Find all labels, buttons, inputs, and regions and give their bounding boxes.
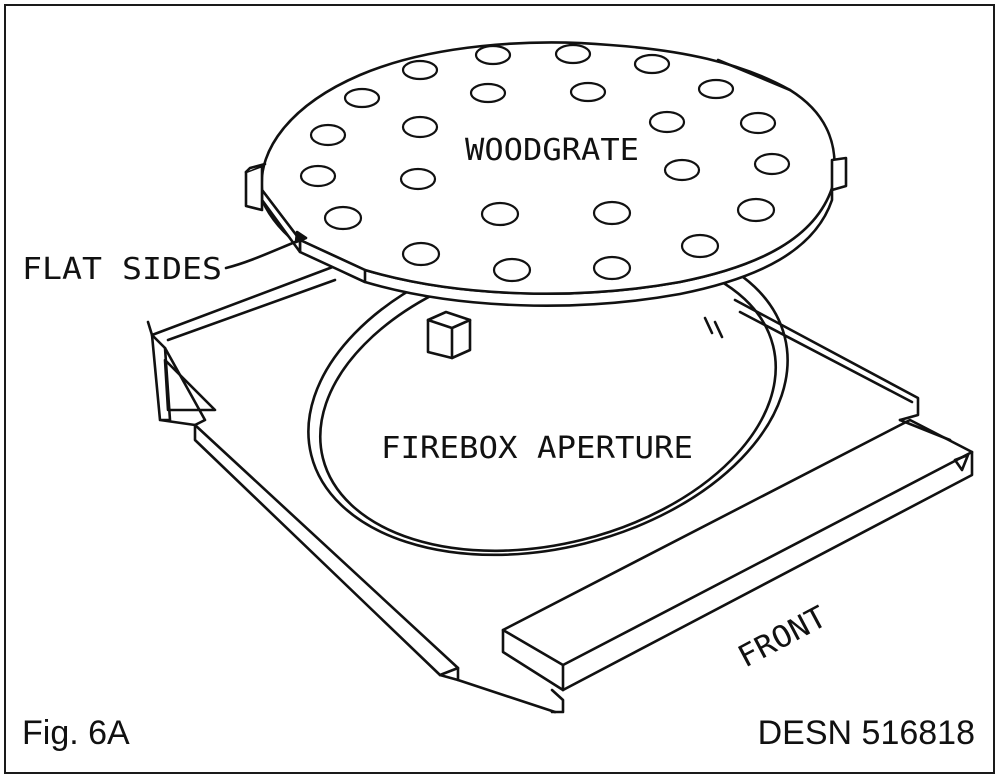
grate-hole [399, 167, 437, 191]
figure-frame [4, 4, 995, 774]
grate-hole [323, 205, 363, 231]
grate-hole [401, 59, 439, 81]
grate-lug-right [830, 156, 848, 192]
grate-hole [309, 123, 347, 147]
grate-holes [299, 43, 791, 283]
grate-hole [697, 78, 735, 100]
grate-hole [736, 197, 776, 223]
grate-hole [739, 111, 777, 135]
flat-sides-leader [224, 230, 308, 270]
front-label: FRONT [732, 600, 832, 676]
grate-hole [592, 255, 632, 281]
grate-hole [480, 201, 520, 227]
left-bevel [150, 333, 197, 427]
flat-sides-label: FLAT SIDES [22, 252, 222, 287]
grate-hole [663, 158, 701, 182]
grate-hole [648, 110, 686, 134]
grate-hole [592, 200, 632, 226]
base-plate [146, 260, 952, 714]
grate-lug-left [244, 162, 267, 212]
woodgrate [260, 41, 836, 307]
grate-hole [680, 233, 720, 259]
design-number: DESN 516818 [757, 714, 975, 752]
figure-number: Fig. 6A [22, 714, 130, 752]
grate-hole [474, 44, 512, 66]
grate-hole [753, 152, 791, 176]
woodgrate-label: WOODGRATE [465, 133, 639, 168]
grate-hole [299, 164, 337, 188]
woodgrate-top-face [260, 41, 836, 295]
front-bar [501, 418, 974, 714]
grate-hole [569, 81, 607, 103]
firebox-aperture-label: FIREBOX APERTURE [381, 431, 693, 466]
grate-hole [343, 87, 381, 109]
grate-hole [554, 43, 592, 65]
grate-hole [469, 82, 507, 104]
grate-hole [492, 257, 532, 283]
grate-tab-front [426, 310, 472, 360]
grate-hole [633, 53, 671, 75]
grate-hole [401, 241, 441, 267]
grate-hole [401, 115, 439, 139]
